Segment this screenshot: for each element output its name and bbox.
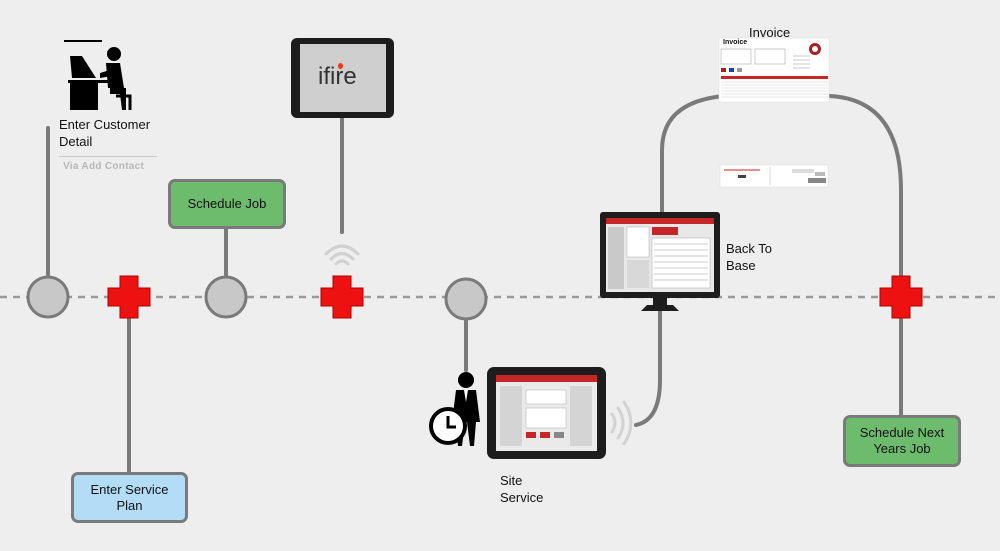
- connector-invoice-to-next: [828, 94, 903, 277]
- node-schedule: [204, 275, 248, 319]
- site-service-label: Site Service: [500, 473, 544, 505]
- invoice-document: [718, 37, 830, 103]
- monitor-icon: [600, 212, 720, 311]
- cross-icon: [879, 275, 923, 319]
- label-underline: [59, 156, 157, 157]
- site-service-tablet: [487, 367, 606, 459]
- connector-tablet-to-base: [634, 308, 662, 427]
- schedule-job-box: Schedule Job: [168, 179, 286, 229]
- connector-base-to-invoice: [660, 94, 726, 216]
- invoice-label: Invoice: [749, 25, 791, 40]
- via-add-contact-label: Via Add Contact: [63, 161, 145, 172]
- node-site-service: [444, 277, 488, 321]
- enter-customer-label: Enter Customer Detail: [59, 117, 151, 149]
- desk-worker-icon: [64, 40, 132, 110]
- connectors: [46, 94, 903, 474]
- flame-icon: [338, 63, 343, 69]
- wifi-icon: [324, 244, 360, 266]
- invoice-summary-snippet: [719, 164, 829, 188]
- schedule-next-years-job-box: Schedule Next Years Job: [843, 415, 961, 467]
- invoice-doc-heading: Invoice: [723, 39, 748, 46]
- red-crosses: [107, 275, 923, 319]
- cross-icon: [320, 275, 364, 319]
- cross-icon: [107, 275, 151, 319]
- ifire-logo: ifire: [318, 63, 357, 90]
- enter-service-plan-box: Enter Service Plan: [71, 472, 188, 523]
- ifire-tablet: [291, 38, 394, 118]
- engineer-with-clock-icon: [429, 372, 480, 446]
- timeline-nodes: [26, 275, 488, 321]
- node-customer: [26, 275, 70, 319]
- wifi-signal-icon: [610, 400, 633, 446]
- back-to-base-label: Back To Base: [726, 241, 773, 273]
